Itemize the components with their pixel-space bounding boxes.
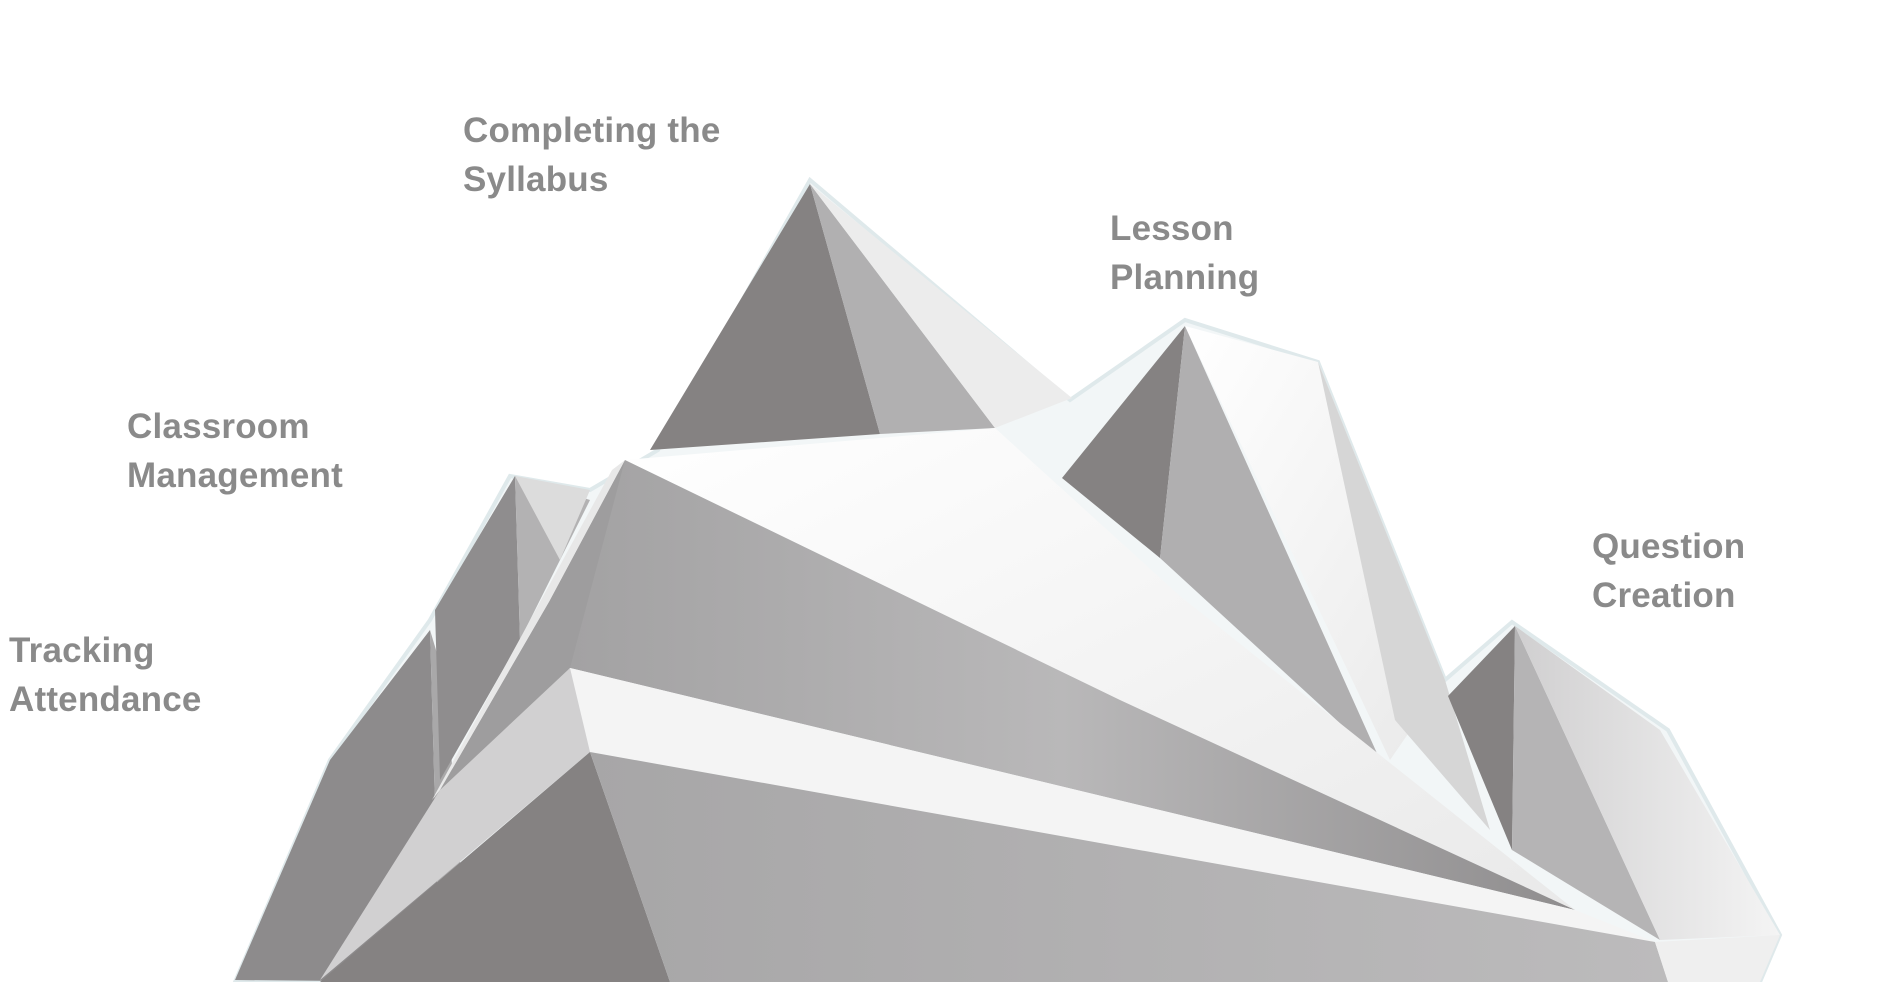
label-question-creation: Question Creation <box>1592 522 1745 620</box>
lesson-peak-dark <box>1062 326 1185 558</box>
central-peak-dark <box>650 184 880 450</box>
label-tracking-attendance: Tracking Attendance <box>9 626 202 724</box>
bottom-right-wedge <box>1655 935 1780 982</box>
front-ridge-left-flank <box>420 460 625 850</box>
label-line: Syllabus <box>463 160 609 199</box>
label-line: Management <box>127 456 343 495</box>
label-line: Question <box>1592 527 1746 566</box>
bottom-dark-block <box>320 752 670 982</box>
bottom-long-plane <box>590 752 1668 982</box>
front-ridge-mid <box>550 460 1575 910</box>
central-peak-mid <box>810 184 995 434</box>
front-ridge-white <box>625 428 1575 910</box>
label-line: Tracking <box>9 631 155 670</box>
label-classroom-management: Classroom Management <box>127 402 343 500</box>
lower-white-stripe <box>570 668 1655 942</box>
question-peak-light <box>1515 626 1780 940</box>
front-ridge-left-edge <box>432 460 625 800</box>
lesson-peak-white <box>1185 326 1445 760</box>
label-completing-the-syllabus: Completing the Syllabus <box>463 106 721 204</box>
label-line: Classroom <box>127 407 310 446</box>
question-peak-mid <box>1512 626 1660 940</box>
lower-left-light <box>320 668 590 980</box>
lesson-peak-shade <box>1318 362 1490 830</box>
central-peak-light <box>810 184 1072 428</box>
lesson-peak-mid <box>1160 326 1380 760</box>
label-line: Attendance <box>9 680 202 719</box>
label-line: Completing the <box>463 111 721 150</box>
label-line: Planning <box>1110 258 1260 297</box>
label-line: Creation <box>1592 576 1736 615</box>
question-peak-dark <box>1448 626 1515 850</box>
classroom-peak-dark <box>435 476 520 780</box>
classroom-peak-light <box>515 476 590 560</box>
label-line: Lesson <box>1110 209 1234 248</box>
label-lesson-planning: Lesson Planning <box>1110 204 1259 302</box>
